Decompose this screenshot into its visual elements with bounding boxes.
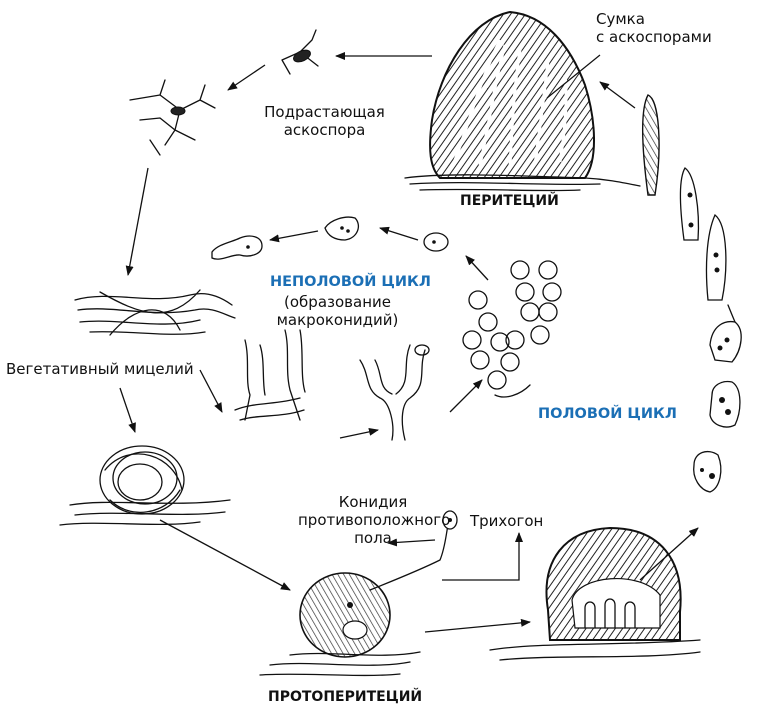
conidium-label: Конидия противоположного пола: [298, 493, 448, 547]
vegetative-mycelium-label: Вегетативный мицелий: [6, 360, 194, 378]
asexual-cycle-title: НЕПОЛОВОЙ ЦИКЛ: [270, 273, 431, 291]
ascus-label: Сумка с аскоспорами: [596, 10, 712, 46]
trichogyne-label: Трихогон: [470, 512, 543, 530]
hyphae-illustration: [235, 330, 429, 440]
asexual-cycle-subtitle: (образование макроконидий): [265, 293, 410, 329]
vegetative-mycelium-illustration: [75, 290, 235, 335]
ascospore-label: Подрастающая аскоспора: [252, 103, 397, 139]
asci-illustration: [643, 95, 741, 492]
developing-perithecium-illustration: [490, 528, 700, 660]
protoperithecium-label: ПРОТОПЕРИТЕЦИЙ: [268, 688, 422, 706]
tangled-hyphae-illustration: [60, 446, 230, 525]
sexual-cycle-label: ПОЛОВОЙ ЦИКЛ: [538, 405, 677, 423]
perithecium-label: ПЕРИТЕЦИЙ: [460, 192, 559, 210]
